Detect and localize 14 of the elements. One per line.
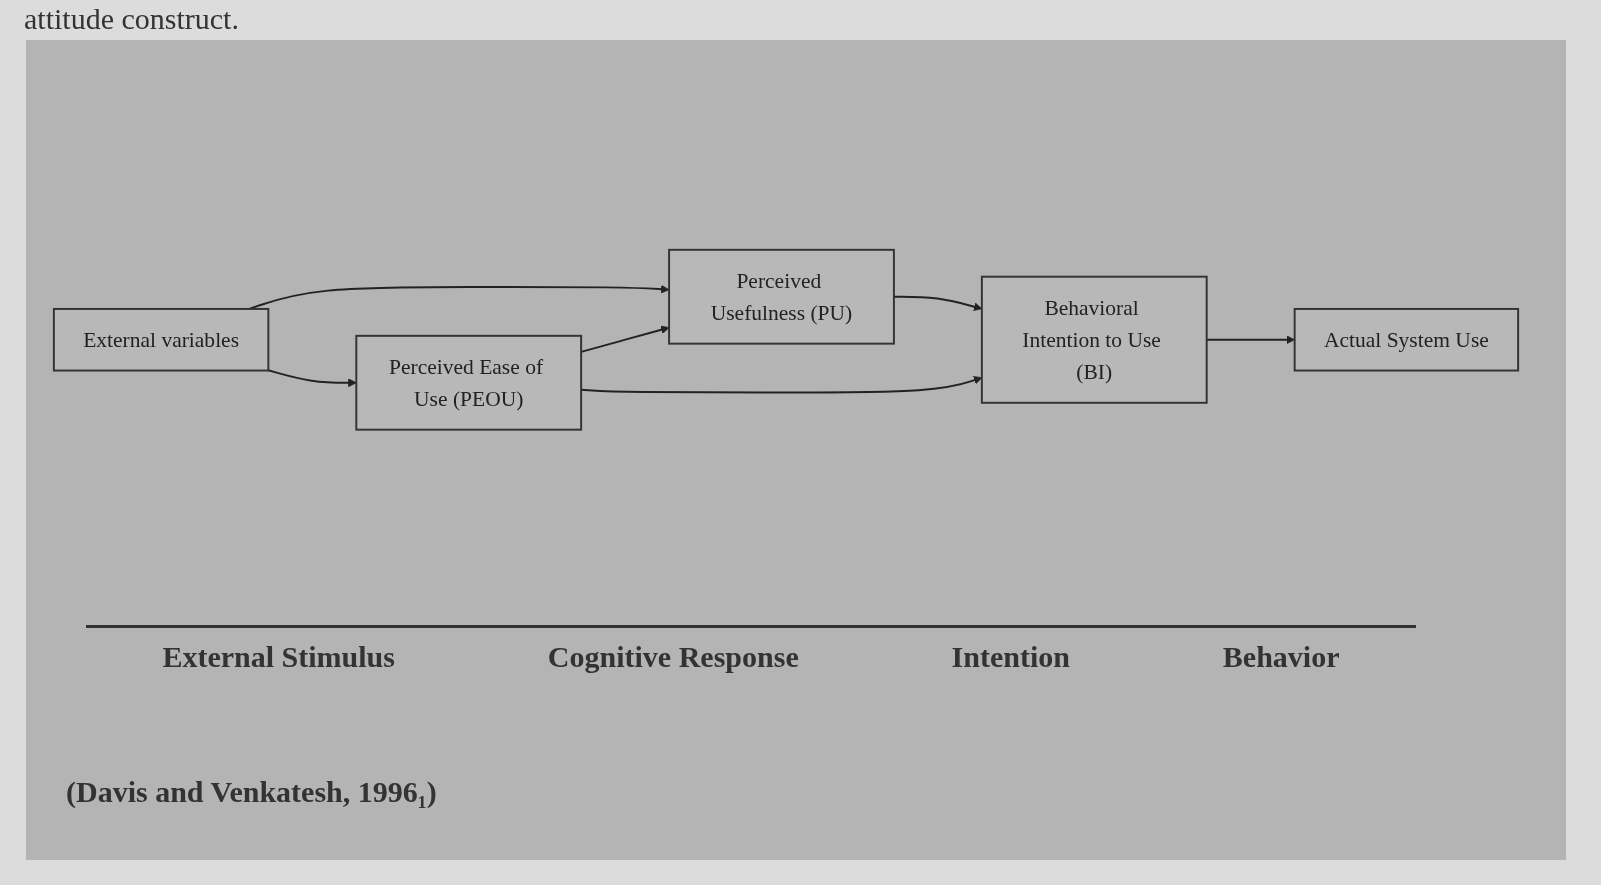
node-box — [52, 308, 270, 372]
node-box — [1293, 308, 1520, 372]
body-text: attitude construct. — [24, 2, 239, 36]
figure-background: External variables Perceived Usefulness (PU) Perceived Ease of Use (PEOU) Behavioral Intention to Use (BI) Actual System Use External Stimulus Cognitive Response Intention Behavior (Davis and Venkatesh, 1996₁) — [26, 40, 1566, 860]
node-box — [355, 335, 583, 431]
caption: (Davis and Venkatesh, 1996₁) — [66, 775, 437, 809]
stage-label: Behavior — [1222, 640, 1340, 674]
arrow — [267, 369, 357, 388]
stage-label: External Stimulus — [162, 640, 395, 674]
stage-label: Intention — [951, 640, 1070, 674]
stage-label: Cognitive Response — [547, 640, 799, 674]
node-box — [668, 249, 895, 345]
node-box — [980, 275, 1208, 404]
arrow — [248, 285, 670, 311]
